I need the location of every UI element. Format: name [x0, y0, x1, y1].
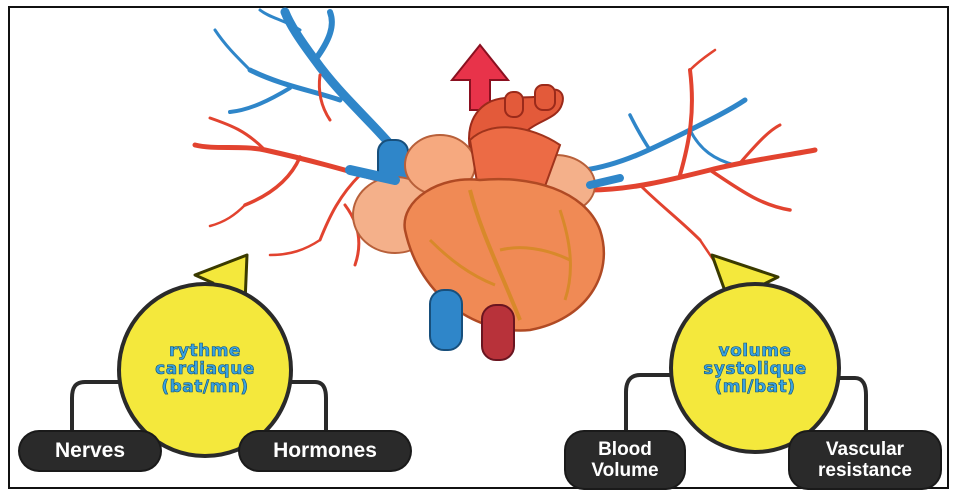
right-vein-tree	[585, 100, 745, 170]
right-circle-line3: (ml/bat)	[680, 378, 830, 396]
hormones-box: Hormones	[240, 432, 410, 470]
hormones-label: Hormones	[273, 439, 377, 463]
vascular-resistance-box: Vascular resistance	[790, 432, 940, 488]
right-circle-line1: volume	[680, 342, 830, 360]
blood-volume-line2: Volume	[591, 460, 658, 481]
left-vein-tree	[215, 10, 395, 150]
nerves-box: Nerves	[20, 432, 160, 470]
left-circle-line1: rythme	[130, 342, 280, 360]
heart-body	[350, 85, 620, 360]
left-circle-line3: (bat/mn)	[130, 378, 280, 396]
right-circle-label: volume systolique (ml/bat)	[680, 342, 830, 396]
right-circle-line2: systolique	[680, 360, 830, 378]
vascular-resistance-line2: resistance	[818, 460, 912, 481]
nerves-label: Nerves	[55, 439, 125, 463]
blood-volume-line1: Blood	[591, 439, 658, 460]
left-circle-label: rythme cardiaque (bat/mn)	[130, 342, 280, 396]
vascular-resistance-line1: Vascular	[818, 439, 912, 460]
blood-volume-box: Blood Volume	[566, 432, 684, 488]
left-circle-line2: cardiaque	[130, 360, 280, 378]
